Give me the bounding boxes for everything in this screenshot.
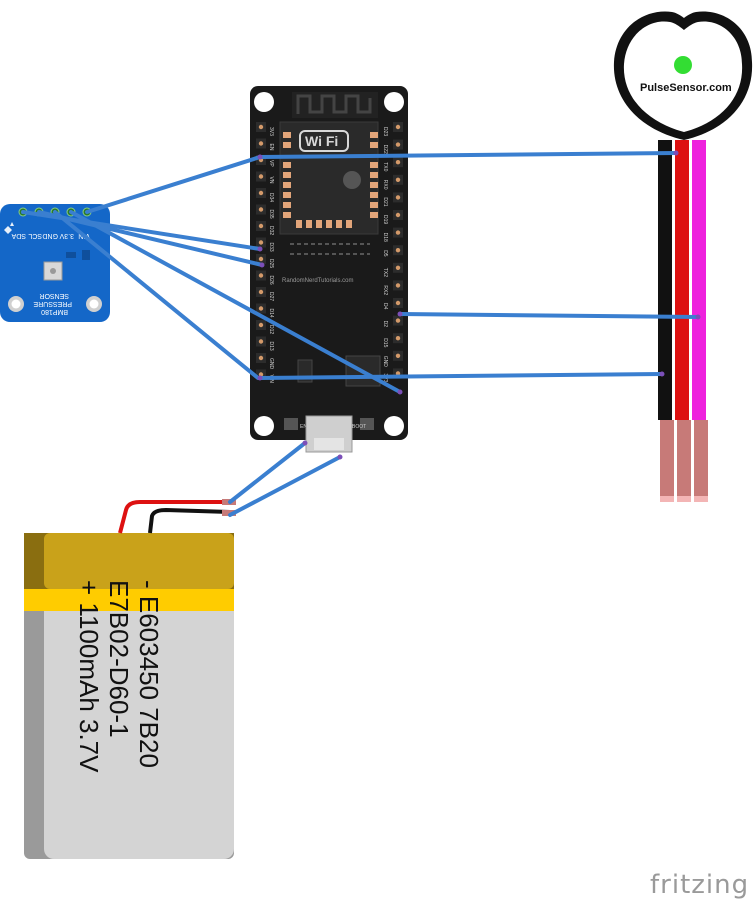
battery-line-2: E7B02-D60-1 [104, 580, 134, 738]
wire-bmp-vin [85, 155, 262, 214]
esp32-left-pin-label: D33 [268, 243, 274, 252]
esp32-right-pin-contact [395, 318, 401, 323]
battery-line-3: + 1100mAh 3.7V [74, 580, 104, 773]
esp32-left-pin-label: D35 [268, 210, 274, 219]
esp32-left-pin-contact [258, 223, 264, 229]
esp32-left-pin-contact [258, 124, 264, 130]
pulse-led [674, 56, 692, 74]
esp32-right-pin-contact [395, 300, 401, 306]
esp32-right-pin-contact [395, 212, 401, 218]
lipo-battery: - E603450 7B20 E7B02-D60-1 + 1100mAh 3.7… [24, 499, 236, 859]
esp32-left-pin-label: D34 [268, 193, 274, 202]
esp32-left-pin-label: D26 [268, 276, 274, 285]
bmp-pin-3v3: 3.3V [59, 232, 74, 239]
esp32-left-pin-contact [258, 306, 264, 311]
esp32-right-pin-contact [395, 124, 401, 130]
esp32-right-pin-contact [395, 195, 401, 200]
pulse-sensor: PulseSensor.com [613, 11, 753, 502]
esp32-right-pin-label: D18 [382, 233, 388, 242]
bmp-pin-gnd: GND [42, 232, 58, 239]
esp32-left-pin-contact [258, 190, 264, 196]
esp32-right-pin-label: D22 [382, 145, 388, 154]
esp32-left-pin-contact [258, 355, 264, 361]
esp32-left-pin-label: GND [268, 358, 274, 370]
wire-bmp-scl [37, 210, 264, 267]
esp32-left-pin-contact [258, 289, 264, 295]
boot-label: BOOT [352, 424, 366, 430]
esp32-left-pin-contact [258, 174, 264, 179]
jumper-wires [21, 151, 700, 517]
bmp-title-2: PRESSURE [33, 300, 72, 307]
wire-pulse-power [398, 312, 700, 319]
esp32-right-pin-label: RX0 [382, 180, 388, 190]
wire-batt-neg [228, 455, 342, 517]
esp32-right-pin-label: D21 [382, 197, 388, 206]
esp32-right-pin-label: TX2 [382, 268, 388, 277]
esp32-right-pin-contact [395, 283, 401, 288]
wire-batt-pos [228, 441, 307, 504]
esp32-left-pin-contact [258, 322, 264, 328]
esp32-right-pin-contact [395, 230, 401, 235]
bmp-title-1: BMP180 [41, 308, 68, 315]
wire-pulse-ground [258, 372, 664, 380]
esp32-right-pin-label: D5 [382, 250, 388, 257]
esp32-right-pin-label: D19 [382, 215, 388, 224]
esp32-left-pin-label: 3V3 [268, 127, 274, 136]
esp32-board: Wi Fi RandomNerdTutorials.com EN BOOT [250, 86, 408, 453]
esp32-left-pin-label: D14 [268, 309, 274, 318]
esp32-right-pin-label: RX2 [382, 285, 388, 295]
esp32-right-pin-label: GND [382, 356, 388, 368]
esp32-right-pin-label: D23 [382, 127, 388, 136]
esp32-left-pin-label: EN [268, 144, 274, 151]
esp32-left-pin-contact [258, 141, 264, 146]
bmp-title-3: SENSOR [39, 292, 69, 299]
esp32-right-pin-contact [395, 142, 401, 147]
esp32-left-pin-label: D13 [268, 342, 274, 351]
esp32-right-pin-contact [395, 248, 401, 253]
esp32-left-pin-contact [258, 273, 264, 278]
esp32-left-pin-label: D12 [268, 325, 274, 334]
wire-bmp-3v3 [69, 210, 402, 394]
esp32-right-pin-label: D15 [382, 338, 388, 347]
esp32-right-pin-contact [395, 371, 401, 376]
bmp-pin-scl: SCL [28, 232, 42, 239]
bmp-pin-sda: SDA [11, 232, 26, 239]
wire-pulse-signal [258, 151, 678, 159]
esp32-left-pin-label: D32 [268, 226, 274, 235]
esp32-left-pin-label: VP [268, 160, 274, 167]
esp32-right-pin-contact [395, 336, 401, 341]
esp32-right-pin-label: TX0 [382, 162, 388, 171]
wifi-label: Wi Fi [305, 133, 338, 149]
wire-bmp-gnd [53, 210, 260, 380]
esp32-right-pin-contact [395, 177, 401, 182]
esp32-left-pin-label: D25 [268, 259, 274, 268]
pulse-sensor-label: PulseSensor.com [640, 82, 732, 94]
esp32-left-pin-contact [258, 240, 264, 245]
esp32-left-pin-label: VN [268, 177, 274, 184]
esp32-left-pin-contact [258, 207, 264, 212]
esp32-right-pin-contact [395, 353, 401, 358]
fritzing-watermark: fritzing [650, 870, 749, 900]
esp32-left-pin-label: D27 [268, 292, 274, 301]
esp32-right-pin-contact [395, 265, 401, 270]
esp32-right-pin-label: D4 [382, 303, 388, 310]
site-label: RandomNerdTutorials.com [282, 278, 353, 284]
esp32-right-pin-contact [395, 160, 401, 165]
en-label: EN [300, 424, 307, 430]
esp32-right-pin-label: D2 [382, 321, 388, 328]
battery-line-1: - E603450 7B20 [134, 580, 164, 768]
esp32-left-pin-contact [258, 256, 264, 262]
esp32-left-pin-contact [258, 339, 264, 344]
